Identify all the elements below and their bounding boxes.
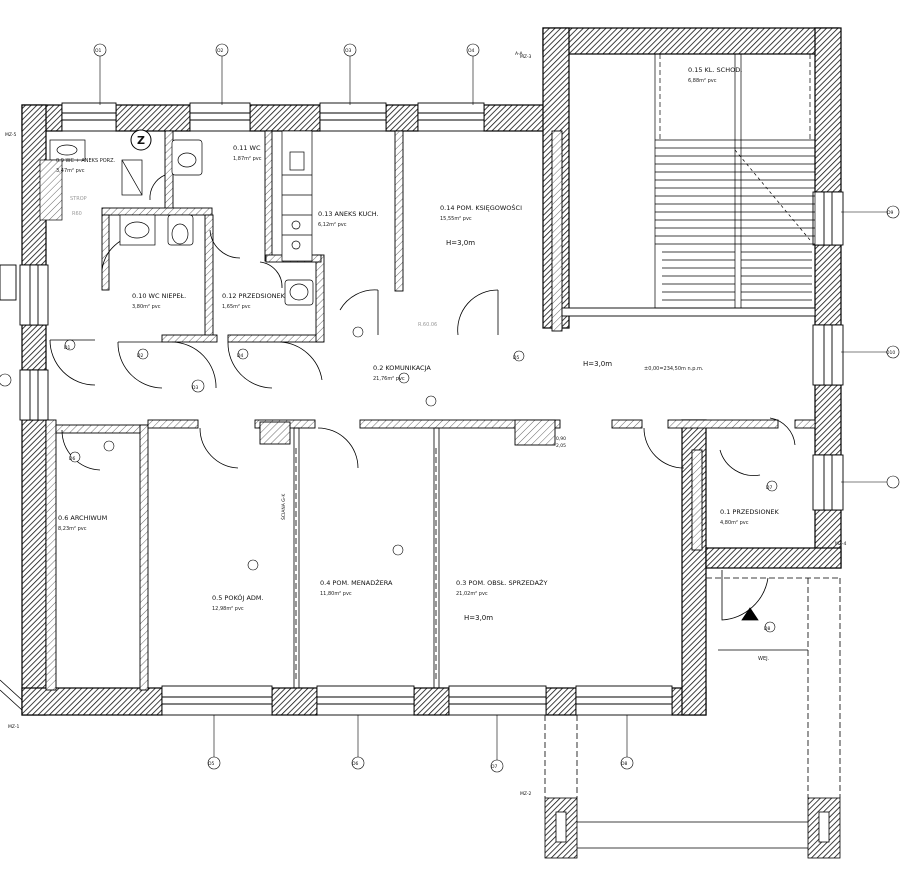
door-tag-8: D8 bbox=[764, 626, 770, 632]
window-tag-3: O3 bbox=[345, 48, 352, 54]
room-area-r12: 1,65m² pvc bbox=[222, 304, 251, 310]
door-tag-2: D2 bbox=[137, 353, 143, 359]
room-name-r4: 0.4 POM. MENADŻERA bbox=[320, 578, 393, 587]
door-tag-5: D5 bbox=[513, 355, 519, 361]
corridor-height: H=3,0m bbox=[583, 360, 612, 368]
room-name-r1: 0.1 PRZEDSIONEK bbox=[720, 508, 780, 516]
room-area-r2: 21,76m² pvc bbox=[373, 376, 405, 382]
window-tag-8: O8 bbox=[621, 761, 628, 767]
dim-090: 0,90 bbox=[556, 436, 566, 442]
room-area-r6: 8,23m² pvc bbox=[58, 526, 87, 532]
window-tag-2: O2 bbox=[217, 48, 224, 54]
window-tags: O1 O2 O3 O4 O5 O6 O7 O8 O9 O10 bbox=[95, 48, 895, 770]
room-area-r5: 12,98m² pvc bbox=[212, 606, 244, 612]
staircase bbox=[654, 53, 816, 309]
interior-walls bbox=[45, 130, 816, 691]
room-area-r15: 6,88m² pvc bbox=[688, 78, 717, 84]
window-tag-10: O10 bbox=[886, 350, 895, 356]
door-tag-7: D7 bbox=[766, 485, 772, 491]
window-tag-4: O4 bbox=[468, 48, 475, 54]
door-tags: D1 D2 D3 D4 D5 D6 D7 D8 bbox=[64, 345, 772, 632]
room-name-r10: 0.10 WC NIEPEŁ. bbox=[132, 292, 186, 300]
room-area-r1: 4,80m² pvc bbox=[720, 520, 749, 526]
room-name-r11: 0.11 WC bbox=[233, 144, 261, 152]
entry-label: WEJ. bbox=[758, 656, 770, 662]
door-tag-6: D6 bbox=[69, 456, 75, 462]
window-tag-1: O1 bbox=[95, 48, 102, 54]
room-name-r2: 0.2 KOMUNIKACJA bbox=[373, 364, 431, 372]
detail-tag-2: MZ-2 bbox=[520, 791, 532, 797]
line-label: R.60.06 bbox=[418, 322, 437, 328]
windows bbox=[0, 102, 844, 716]
window-tag-9: O9 bbox=[887, 210, 894, 216]
axis-markers bbox=[0, 43, 900, 773]
room-name-r14: 0.14 POM. KSIĘGOWOŚCI bbox=[440, 203, 522, 212]
room-area-r11: 1,87m² pvc bbox=[233, 156, 262, 162]
room-name-r15: 0.15 KL. SCHOD. bbox=[688, 66, 742, 74]
wall-label: ŚCIANA G-K bbox=[280, 493, 287, 520]
porch bbox=[0, 577, 841, 859]
room-area-r3: 21,02m² pvc bbox=[456, 591, 488, 597]
fixtures bbox=[39, 130, 314, 306]
room-name-r9: 0.9 WC + ANEKS PORZ. bbox=[56, 158, 116, 164]
room-area-r13: 6,12m² pvc bbox=[318, 222, 347, 228]
room-name-r13: 0.13 ANEKS KUCH. bbox=[318, 210, 379, 218]
glass-partitions bbox=[293, 427, 440, 689]
window-tag-5: O5 bbox=[208, 761, 215, 767]
zone-mark: Z bbox=[137, 134, 145, 147]
room-area-r10: 3,80m² pvc bbox=[132, 304, 161, 310]
strop-label: STROP bbox=[70, 196, 87, 202]
section-tag: A-A bbox=[515, 51, 524, 57]
room-height-r14: H=3,0m bbox=[446, 239, 475, 247]
detail-tag-3: MZ-3 bbox=[520, 54, 532, 60]
room-name-r5: 0.5 POKÓJ ADM. bbox=[212, 593, 264, 602]
door-tag-1: D1 bbox=[64, 345, 70, 351]
room-name-r6: 0.6 ARCHIWUM bbox=[58, 514, 107, 522]
room-area-r9: 3,47m² pvc bbox=[56, 168, 85, 174]
dim-205: 2,05 bbox=[556, 443, 566, 449]
detail-tag-4: MZ-4 bbox=[835, 541, 847, 547]
room-labels: 0.15 KL. SCHOD. 6,88m² pvc 0.14 POM. KSI… bbox=[56, 51, 780, 662]
room-name-r12: 0.12 PRZEDSIONEK bbox=[222, 292, 286, 300]
door-tag-3: D3 bbox=[192, 385, 198, 391]
room-height-r3: H=3,0m bbox=[464, 614, 493, 622]
level-mark: ±0,00=234,50m n.p.m. bbox=[644, 366, 704, 372]
window-tag-7: O7 bbox=[491, 764, 498, 770]
door-tag-4: D4 bbox=[237, 353, 243, 359]
room-name-r3: 0.3 POM. OBSŁ. SPRZEDAŻY bbox=[456, 578, 547, 587]
detail-tag-5: MZ-5 bbox=[5, 132, 17, 138]
room-area-r4: 11,80m² pvc bbox=[320, 591, 352, 597]
detail-tag-1: MZ-1 bbox=[8, 724, 20, 730]
room-area-r14: 15,55m² pvc bbox=[440, 216, 472, 222]
detail-tags: MZ-1 MZ-2 MZ-3 MZ-4 MZ-5 bbox=[5, 54, 847, 797]
window-tag-6: O6 bbox=[352, 761, 359, 767]
strop-value: R60 bbox=[72, 211, 82, 217]
